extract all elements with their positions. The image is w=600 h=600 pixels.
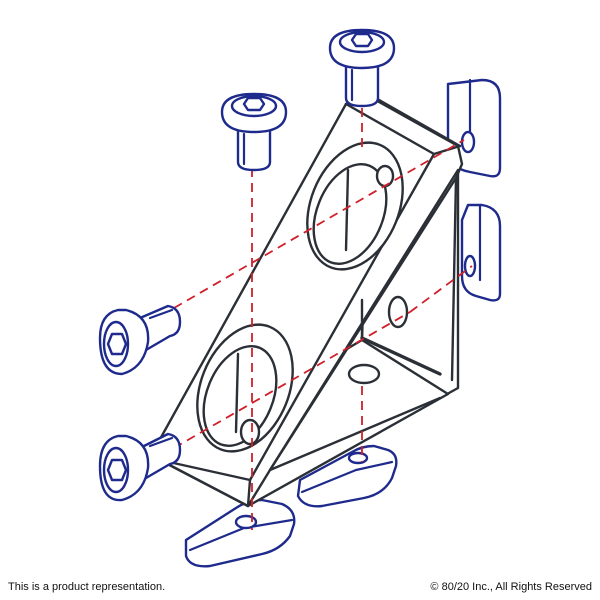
button-head-screw-top bbox=[328, 28, 396, 108]
t-nut-bottom-right bbox=[296, 444, 398, 508]
bottom-plate-hole bbox=[347, 363, 381, 385]
button-head-screw-side-lower bbox=[98, 432, 182, 502]
t-nut-bottom-left bbox=[184, 498, 296, 568]
copyright-text: © 80/20 Inc., All Rights Reserved bbox=[430, 581, 592, 593]
disclaimer-text: This is a product representation. bbox=[8, 581, 166, 593]
t-nut-lower-right bbox=[460, 203, 502, 302]
assembly-centerlines bbox=[173, 108, 473, 530]
back-plate-hole bbox=[387, 295, 409, 329]
gusset-assembly-drawing bbox=[98, 28, 502, 568]
corner-gusset-bracket bbox=[152, 94, 464, 508]
button-head-screw-upper-left bbox=[220, 92, 288, 172]
button-head-screw-side-middle bbox=[98, 304, 182, 376]
